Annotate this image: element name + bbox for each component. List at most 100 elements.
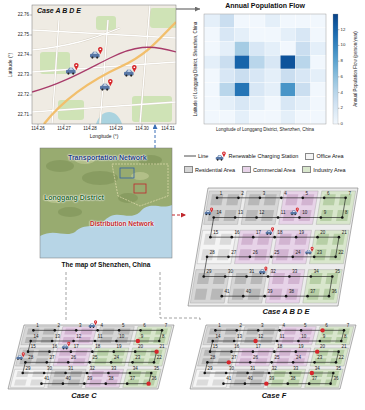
building <box>102 328 115 334</box>
heatmap-cell <box>265 110 280 124</box>
legend-item: Renewable Charging Station <box>215 151 298 161</box>
charging-station-icon <box>66 348 67 349</box>
building <box>262 328 275 334</box>
charging-station-icon <box>272 228 273 229</box>
heatmap-cell <box>280 110 295 124</box>
tick-label: 22.73 <box>18 72 29 77</box>
legend-text: Office Area <box>316 153 343 159</box>
charging-station-icon <box>268 231 271 232</box>
bus-dot <box>94 340 97 343</box>
colorbar-tick: 2 <box>341 106 343 111</box>
charging-station-icon <box>108 79 113 86</box>
bus-dot <box>273 350 276 353</box>
building <box>91 371 104 377</box>
axis-label: Annual Population Flow (person/year) <box>353 31 358 106</box>
bus-number: 18 <box>95 345 100 350</box>
park-area <box>132 96 172 122</box>
charging-station-icon <box>126 70 132 72</box>
road-ground <box>8 325 174 389</box>
bus-number: 12 <box>76 334 81 339</box>
building <box>210 289 223 300</box>
heatmap-cell <box>311 83 326 97</box>
bus-dot <box>249 256 252 259</box>
bus-number: 26 <box>253 356 258 361</box>
tick-label: 114.26 <box>31 126 44 131</box>
city-block <box>198 348 236 366</box>
feeder-line <box>214 217 235 218</box>
feeder-line <box>301 330 322 331</box>
bus-dot <box>344 197 347 200</box>
distribution-network <box>8 320 174 389</box>
building <box>145 371 158 377</box>
bus-number: 8 <box>345 211 348 216</box>
charging-station-icon <box>17 359 18 360</box>
bus-dot <box>313 256 316 259</box>
tick-mark <box>90 124 91 127</box>
bus-number: 2 <box>58 324 61 329</box>
heatmap-cell <box>296 69 311 83</box>
tick-label: 114.31 <box>161 126 174 131</box>
feeder-line <box>235 217 256 218</box>
flow-connector <box>66 272 67 322</box>
bus-number: 30 <box>47 366 52 371</box>
bus-number: 32 <box>90 366 95 371</box>
bus-dot <box>341 216 344 219</box>
feeder-line <box>314 256 335 257</box>
feeder-line <box>296 351 317 352</box>
bus-dot <box>277 216 280 219</box>
bus-dot <box>338 236 341 239</box>
building <box>246 328 259 334</box>
charging-station-icon <box>23 353 24 354</box>
heatmap-cell <box>235 42 250 56</box>
feeder-line <box>108 373 129 374</box>
tick-mark <box>142 124 143 127</box>
bus-dot <box>340 340 343 343</box>
charging-station-icon <box>216 151 226 160</box>
building <box>238 249 251 260</box>
bus-number: 15 <box>213 345 218 350</box>
building <box>27 328 40 334</box>
tick-label: 114.29 <box>109 126 122 131</box>
building <box>59 350 72 356</box>
colorbar <box>333 14 338 124</box>
bus-dot <box>285 295 288 298</box>
charging-station-icon <box>75 64 77 66</box>
flow-connector <box>160 272 200 322</box>
feeder-line <box>245 383 266 384</box>
bus-number: 24 <box>296 356 301 361</box>
charging-station-icon <box>89 320 97 328</box>
heatmap-cell <box>280 28 295 42</box>
heatmap-cell <box>280 97 295 111</box>
bus-number: 32 <box>272 366 277 371</box>
bus-number: 3 <box>263 191 266 196</box>
bus-dot <box>252 236 255 239</box>
legend-text: Renewable Charging Station <box>228 153 298 159</box>
feeder-line <box>257 217 278 218</box>
feeder-line <box>274 351 295 352</box>
bus-number: 13 <box>55 334 60 339</box>
charging-station-icon <box>68 68 74 70</box>
bus-dot <box>222 382 225 385</box>
building <box>213 273 226 284</box>
building <box>319 337 332 343</box>
bus-number: 4 <box>100 324 103 329</box>
feeder-line <box>205 362 208 373</box>
bus-dot <box>202 275 205 278</box>
feeder-line <box>119 330 140 331</box>
bus-dot <box>337 350 340 353</box>
axis-label: Latitude of Longgang District, Shenzhen,… <box>193 22 198 116</box>
charging-station-icon <box>89 325 95 327</box>
bus-number: 10 <box>302 211 307 216</box>
bus-number: 37 <box>310 289 315 294</box>
building <box>14 380 27 386</box>
bus-dot <box>268 372 271 375</box>
bus-dot <box>224 275 227 278</box>
feeder-line <box>243 296 264 297</box>
feeder-line <box>286 296 307 297</box>
bus-number: 37 <box>312 377 317 382</box>
hill <box>46 160 74 172</box>
charging-station-icon <box>270 233 271 234</box>
feeder-line <box>318 237 339 238</box>
feeder-line <box>217 197 238 198</box>
charging-station-icon <box>68 343 69 344</box>
